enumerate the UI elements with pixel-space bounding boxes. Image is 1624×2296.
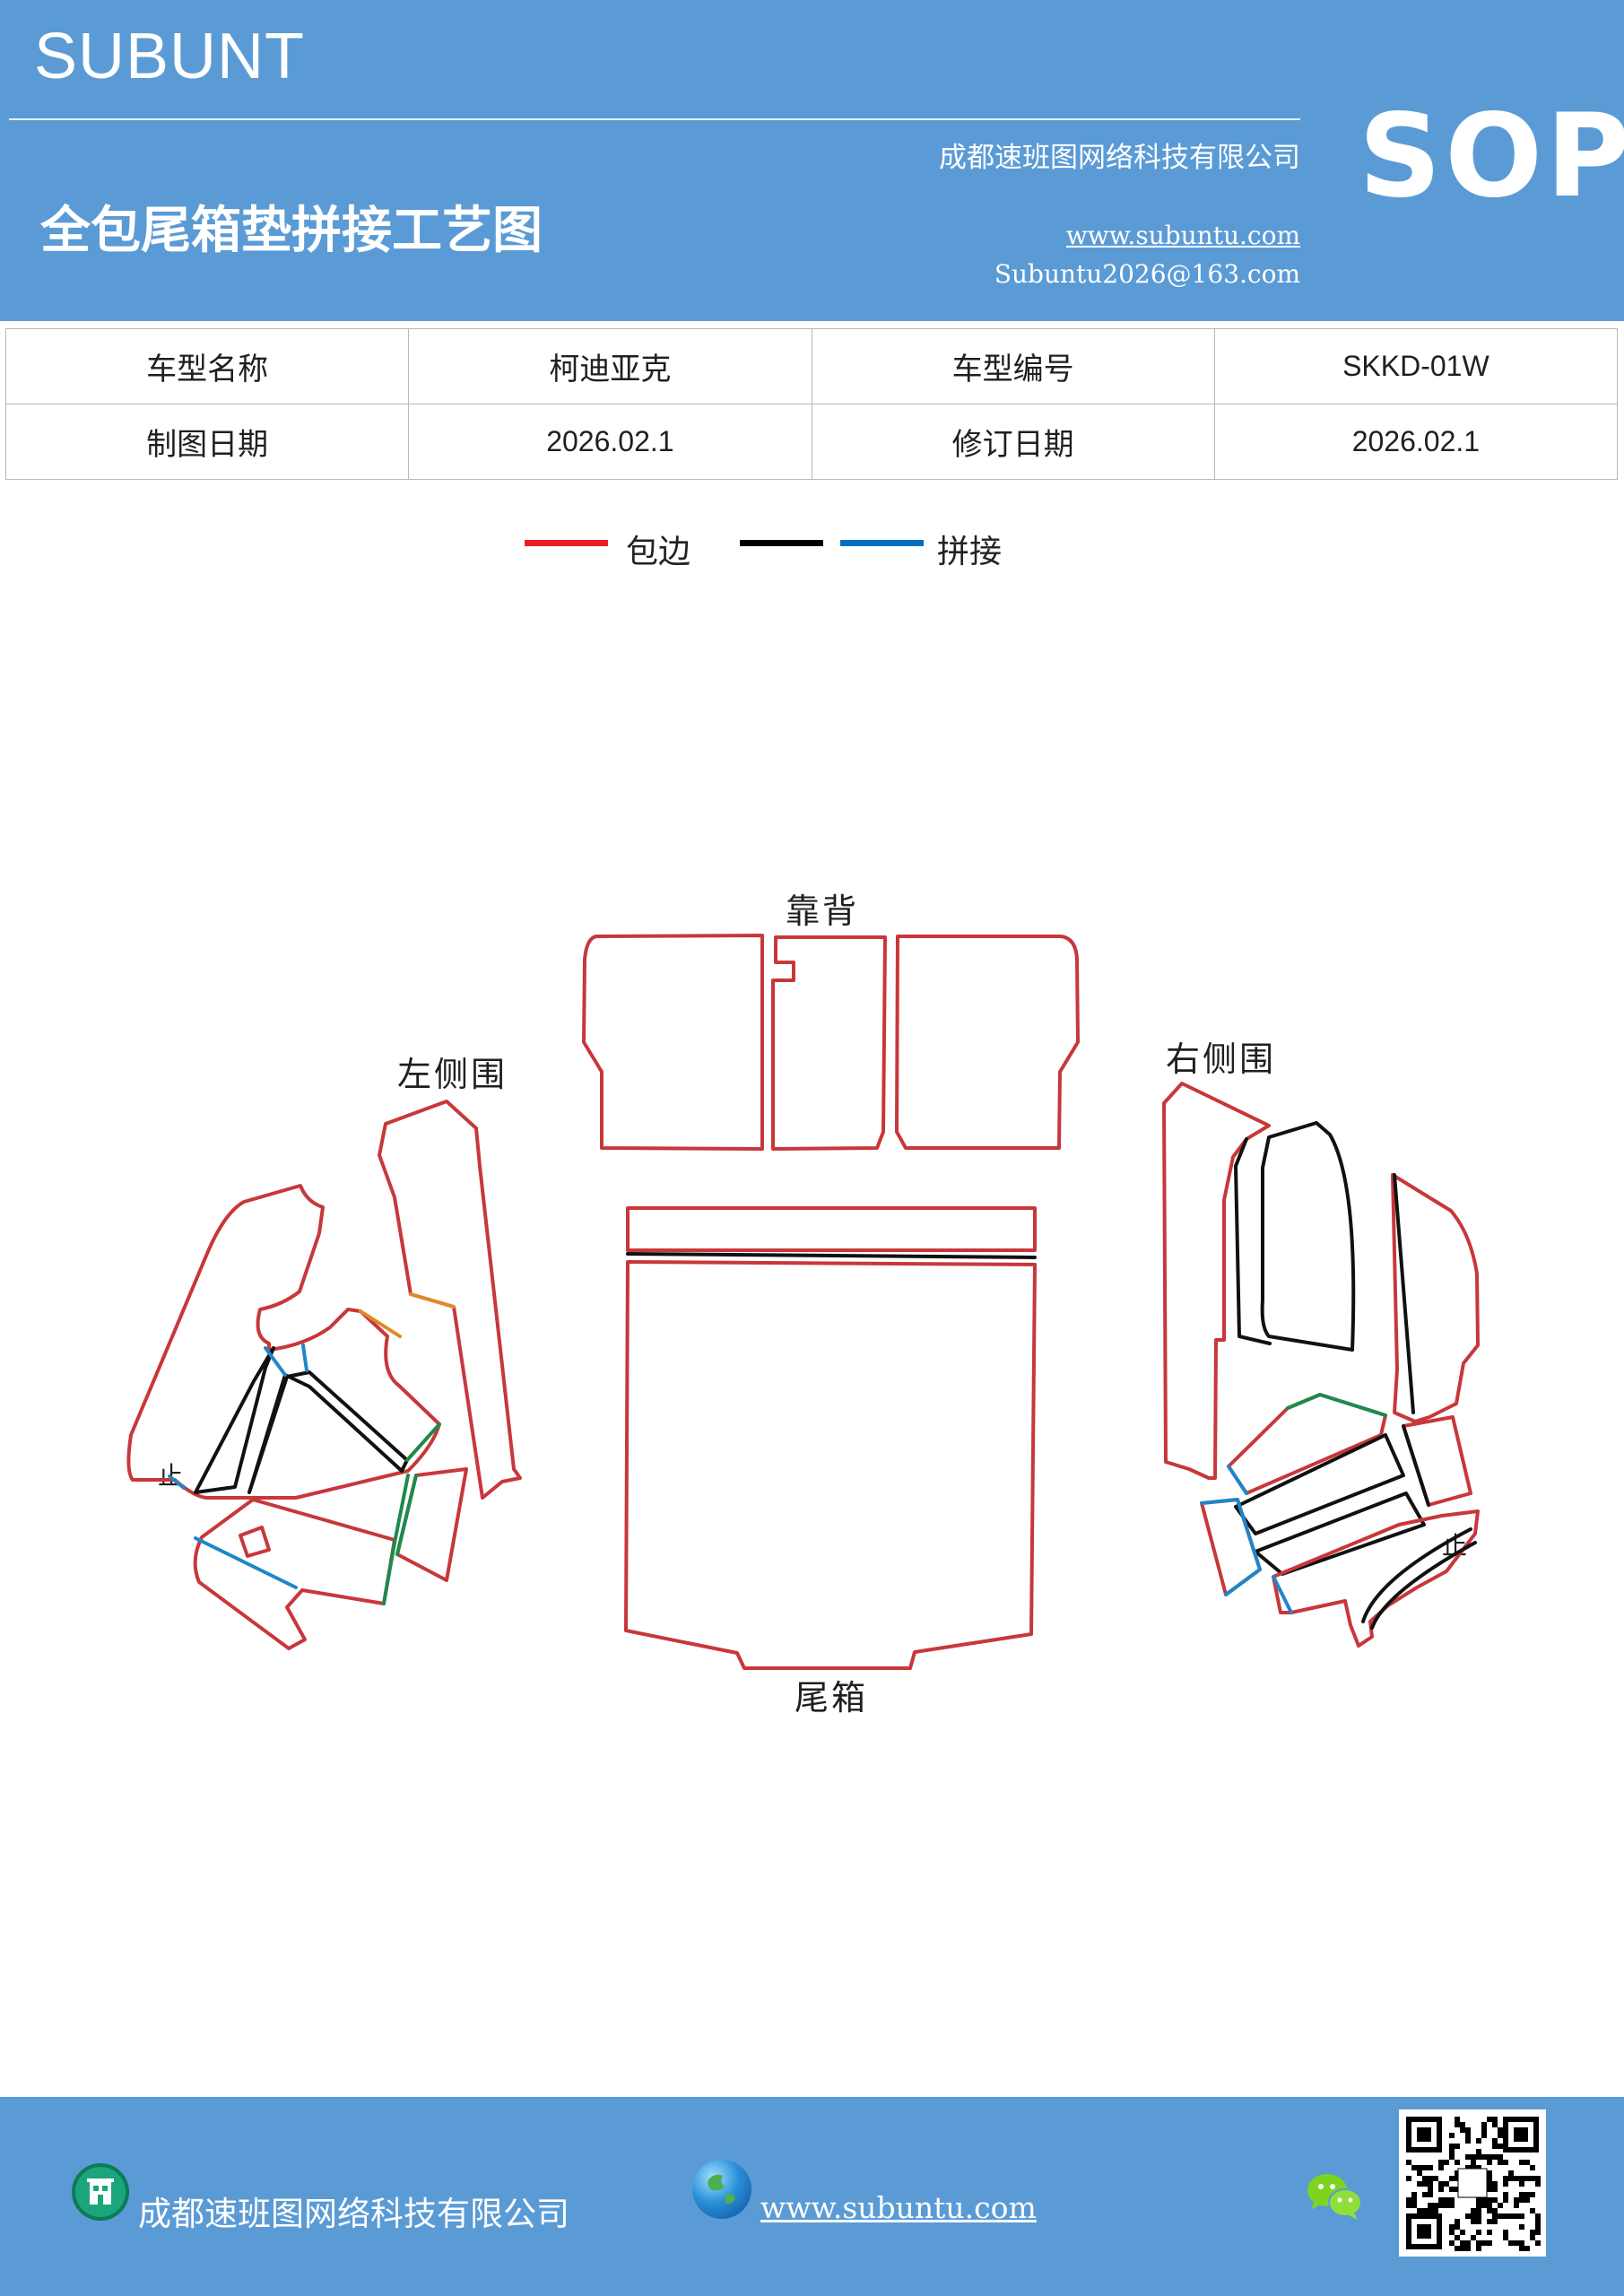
left-inner-panel-a xyxy=(194,1346,275,1494)
label-trunk: 尾箱 xyxy=(795,1678,869,1718)
backrest-center-panel xyxy=(771,935,887,1151)
backrest-right-panel xyxy=(895,935,1080,1150)
backrest-left-panel xyxy=(582,934,764,1151)
globe-icon xyxy=(692,2160,751,2219)
left-arch-panel xyxy=(126,1184,441,1500)
model-name-label: 车型名称 xyxy=(4,328,410,404)
left-lower-insert xyxy=(239,1526,271,1558)
vehicle-info-table: 车型名称 柯迪亚克 车型编号 SKKD-01W 制图日期 2026.02.1 修… xyxy=(4,328,1619,480)
building-icon xyxy=(72,2163,129,2221)
legend-swatch-black xyxy=(740,540,823,546)
right-inner-panel-a xyxy=(1234,1433,1405,1535)
model-name-value: 柯迪亚克 xyxy=(408,328,812,404)
label-right-side: 右侧围 xyxy=(1166,1039,1277,1079)
table-row: 车型名称 柯迪亚克 车型编号 SKKD-01W xyxy=(4,328,1619,404)
table-row: 制图日期 2026.02.1 修订日期 2026.02.1 xyxy=(4,404,1619,480)
draw-date-label: 制图日期 xyxy=(4,404,410,480)
email-address: Subuntu2026@163.com xyxy=(994,259,1300,289)
legend-label-seam: 拼接 xyxy=(937,534,1003,570)
label-backrest: 靠背 xyxy=(786,891,860,931)
legend-swatch-blue xyxy=(840,540,924,546)
footer-website-link[interactable]: www.subuntu.com xyxy=(760,2190,1037,2225)
left-pillar-panel xyxy=(378,1100,522,1500)
document-title: 全包尾箱垫拼接工艺图 xyxy=(40,202,543,260)
footer-banner: 成都速班图网络科技有限公司 www.subuntu.com xyxy=(0,2097,1624,2296)
model-code-label: 车型编号 xyxy=(811,328,1215,404)
label-left-side: 左侧围 xyxy=(397,1055,508,1094)
legend: 包边 拼接 xyxy=(0,520,1624,574)
revise-date-value: 2026.02.1 xyxy=(1213,404,1619,480)
header-divider xyxy=(9,118,1300,120)
right-rear-panel xyxy=(1391,1173,1480,1423)
website-link[interactable]: www.subuntu.com xyxy=(1065,221,1300,250)
header-banner: SUBUNT 成都速班图网络科技有限公司 全包尾箱垫拼接工艺图 www.subu… xyxy=(0,0,1624,321)
trunk-strip-panel xyxy=(626,1206,1037,1252)
legend-swatch-red xyxy=(525,540,608,546)
revise-date-label: 修订日期 xyxy=(811,404,1215,480)
qr-code[interactable] xyxy=(1399,2109,1546,2257)
sop-badge: SOP xyxy=(1359,90,1624,223)
left-inner-panel-b xyxy=(248,1370,409,1494)
draw-date-value: 2026.02.1 xyxy=(408,404,812,480)
legend-label-edge: 包边 xyxy=(626,534,691,570)
trunk-floor-panel xyxy=(624,1260,1037,1670)
footer-company-name: 成都速班图网络科技有限公司 xyxy=(138,2195,569,2233)
right-window-insert xyxy=(1260,1121,1356,1352)
model-code-value: SKKD-01W xyxy=(1213,328,1619,404)
brand-name: SUBUNT xyxy=(34,21,306,92)
right-tall-panel xyxy=(1162,1082,1271,1480)
wechat-icon xyxy=(1304,2169,1367,2222)
left-lower-panel xyxy=(193,1498,396,1650)
mat-layout-diagram xyxy=(126,934,1480,1670)
company-name: 成都速班图网络科技有限公司 xyxy=(939,142,1300,174)
right-inner-panel-b xyxy=(1254,1492,1426,1576)
